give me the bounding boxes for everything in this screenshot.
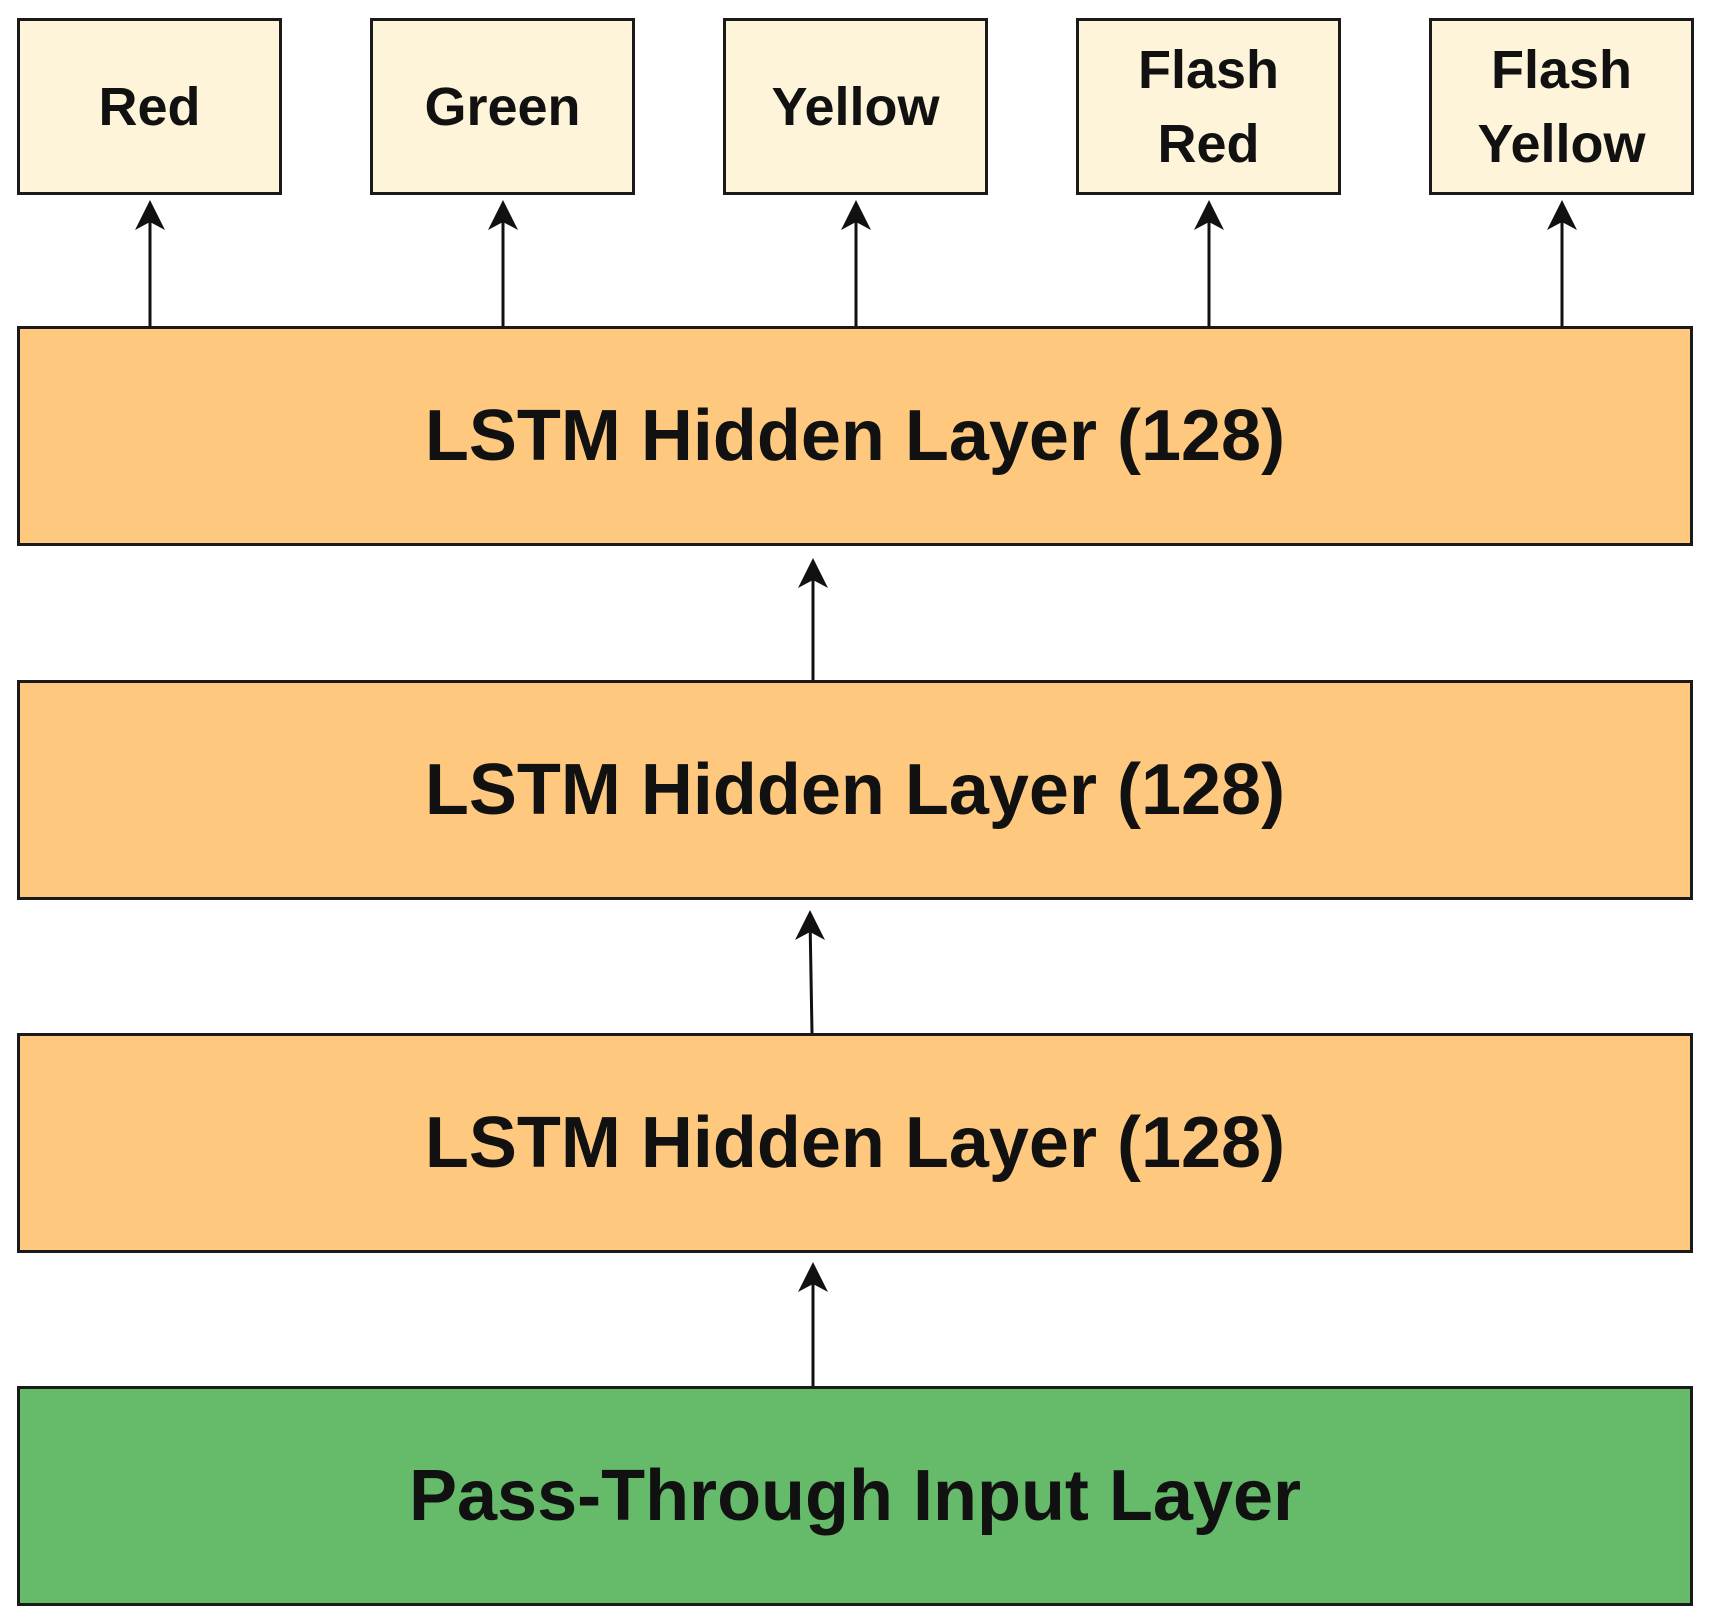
lstm-hidden-layer-1: LSTM Hidden Layer (128) (17, 1033, 1693, 1253)
output-label: Red (98, 76, 201, 137)
layer-label: Pass-Through Input Layer (408, 1456, 1302, 1536)
arrow-to-output-yellow (841, 200, 871, 326)
output-node-red: Red (17, 18, 282, 195)
lstm-hidden-layer-2: LSTM Hidden Layer (128) (17, 680, 1693, 900)
output-label: Green (424, 76, 581, 137)
arrow-to-output-green (488, 200, 518, 326)
output-label: Flash Yellow (1477, 39, 1646, 174)
arrow-input-to-hidden-1 (798, 1262, 828, 1386)
lstm-hidden-layer-3: LSTM Hidden Layer (128) (17, 326, 1693, 546)
layer-label: LSTM Hidden Layer (128) (424, 396, 1286, 476)
arrow-hidden-1-to-hidden-2 (795, 910, 825, 1034)
output-label: Yellow (771, 76, 940, 137)
arrow-hidden-2-to-hidden-3 (798, 558, 828, 680)
output-node-flash-red: Flash Red (1076, 18, 1341, 195)
output-label: Flash Red (1137, 39, 1280, 174)
pass-through-input-layer: Pass-Through Input Layer (17, 1386, 1693, 1606)
arrow-to-output-flash-yellow (1547, 200, 1577, 326)
layer-label: LSTM Hidden Layer (128) (424, 750, 1286, 830)
output-node-flash-yellow: Flash Yellow (1429, 18, 1694, 195)
output-node-green: Green (370, 18, 635, 195)
arrow-to-output-flash-red (1194, 200, 1224, 326)
output-node-yellow: Yellow (723, 18, 988, 195)
layer-label: LSTM Hidden Layer (128) (424, 1103, 1286, 1183)
arrow-to-output-red (135, 200, 165, 326)
